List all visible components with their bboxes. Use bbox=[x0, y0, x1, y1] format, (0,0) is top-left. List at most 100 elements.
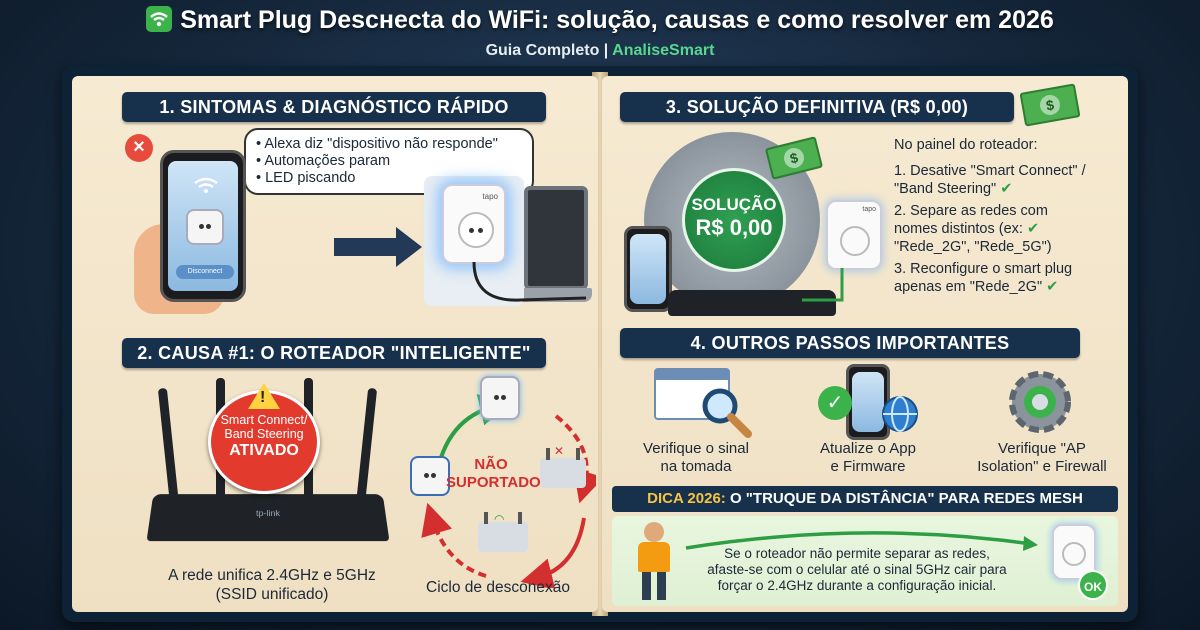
step-line: "Band Steering" bbox=[894, 181, 997, 197]
plug-icon bbox=[410, 456, 450, 496]
close-icon: × bbox=[125, 134, 153, 162]
not-supported-label: NÃO SUPORTADO bbox=[446, 456, 541, 492]
step-line: 3. Reconfigure o smart plug bbox=[894, 261, 1073, 277]
router bbox=[668, 290, 836, 316]
wifi-icon bbox=[146, 6, 173, 32]
subtitle-prefix: Guia Completo | bbox=[485, 42, 613, 59]
page-title-text: Smart Plug Descнecta do WiFi: solução, c… bbox=[180, 6, 1054, 34]
phone-screen bbox=[852, 372, 884, 432]
open-book: 1. SINTOMAS & DIAGNÓSTICO RÁPIDO × Alexa… bbox=[62, 66, 1138, 622]
phone-screen bbox=[630, 234, 666, 304]
tile-line: Verifique "AP bbox=[998, 440, 1086, 457]
socket-icon bbox=[840, 226, 870, 256]
step-line: 1. Desative "Smart Connect" / bbox=[894, 163, 1086, 179]
phone-screen: Disconnect bbox=[168, 161, 238, 291]
settings-gear-icon bbox=[1009, 371, 1071, 433]
section-1-header: 1. SINTOMAS & DIAGNÓSTICO RÁPIDO bbox=[122, 92, 546, 122]
router-brand: tp-link bbox=[255, 508, 281, 518]
tile-line: Atualize o App bbox=[820, 440, 916, 457]
smart-plug: tapo bbox=[442, 184, 506, 264]
tip-text: Se o roteador não permite separar as red… bbox=[672, 546, 1042, 594]
solution-steps: No painel do roteador: 1. Desative "Smar… bbox=[894, 136, 1124, 300]
step-line: apenas em "Rede_2G" bbox=[894, 279, 1043, 295]
plug-brand: tapo bbox=[482, 192, 498, 201]
step-line: "Rede_2G", "Rede_5G") bbox=[894, 239, 1052, 255]
tile-caption: Atualize o App e Firmware bbox=[788, 440, 948, 476]
arrow-right-icon bbox=[334, 227, 422, 267]
tile-caption: Verifique "AP Isolation" e Firewall bbox=[958, 440, 1126, 476]
socket-icon bbox=[458, 212, 494, 248]
router-caption: A rede unifica 2.4GHz e 5GHz (SSID unifi… bbox=[142, 566, 402, 604]
tip-banner: DICA 2026: O "TRUQUE DA DISTÂNCIA" PARA … bbox=[612, 486, 1118, 512]
badge-price: R$ 0,00 bbox=[695, 215, 773, 240]
person-leg bbox=[657, 572, 666, 600]
caption-line: (SSID unificado) bbox=[215, 586, 329, 603]
not-supported-line: NÃO bbox=[474, 456, 508, 473]
phone bbox=[624, 226, 672, 312]
left-page: 1. SINTOMAS & DIAGNÓSTICO RÁPIDO × Alexa… bbox=[72, 76, 598, 612]
check-icon: ✔ bbox=[1046, 279, 1059, 295]
warning-icon: ! bbox=[248, 383, 280, 409]
solution-step: 2. Separe as redes com nomes distintos (… bbox=[894, 202, 1124, 256]
phone bbox=[846, 364, 890, 440]
money-icon bbox=[1019, 83, 1081, 127]
section-2-header: 2. CAUSA #1: O ROTEADOR "INTELIGENTE" bbox=[122, 338, 546, 368]
symptom-item: Alexa diz "dispositivo não responde" bbox=[256, 136, 522, 153]
tip-line: forçar o 2.4GHz durante a configuração i… bbox=[717, 578, 997, 593]
right-page: 3. SOLUÇÃO DEFINITIVA (R$ 0,00) SOLUÇÃO … bbox=[602, 76, 1128, 612]
tile-line: na tomada bbox=[660, 458, 732, 475]
router-antenna bbox=[355, 387, 378, 507]
tip-line: afaste-se com o celular até o sinal 5GHz… bbox=[707, 562, 1007, 577]
tip-title: O "TRUQUE DA DISTÂNCIA" PARA REDES MESH bbox=[725, 490, 1083, 507]
tip-line: Se o roteador não permite separar as red… bbox=[724, 546, 990, 561]
page-subtitle: Guia Completo | AnaliseSmart bbox=[0, 42, 1200, 60]
tile-line: e Firmware bbox=[830, 458, 906, 475]
plug-icon bbox=[480, 376, 520, 420]
caption-line: A rede unifica 2.4GHz e 5GHz bbox=[168, 567, 376, 584]
warning-status: ATIVADO bbox=[229, 442, 299, 459]
symptom-item: LED piscando bbox=[256, 170, 522, 187]
arrow-right-icon bbox=[685, 531, 1038, 551]
socket-icon bbox=[1062, 542, 1086, 566]
person-icon bbox=[644, 522, 664, 542]
laptop-icon bbox=[524, 186, 588, 290]
globe-icon bbox=[882, 396, 918, 432]
badge-text: SOLUÇÃO bbox=[691, 195, 777, 214]
smart-plug: tapo bbox=[826, 200, 882, 270]
router-small-icon: ✕ bbox=[540, 444, 586, 488]
tile-line: Verifique o sinal bbox=[643, 440, 749, 457]
wifi-icon bbox=[194, 177, 218, 193]
page-title: Smart Plug Descнecta do WiFi: solução, c… bbox=[0, 6, 1200, 35]
check-icon: ✓ bbox=[818, 386, 852, 420]
tile-caption: Verifique o sinal na tomada bbox=[616, 440, 776, 476]
not-supported-line: SUPORTADO bbox=[446, 474, 541, 491]
cycle-caption: Ciclo de desconexão bbox=[426, 579, 570, 596]
tile-line: Isolation" e Firewall bbox=[977, 458, 1107, 475]
router-small-icon: ◠ bbox=[478, 512, 528, 552]
tip-highlight: DICA 2026: bbox=[647, 490, 726, 507]
phone: Disconnect bbox=[160, 150, 246, 302]
plug-icon bbox=[186, 209, 224, 245]
router-antenna bbox=[157, 387, 180, 507]
step-line: 2. Separe as redes com bbox=[894, 203, 1048, 219]
cable bbox=[472, 262, 587, 302]
solution-step: 1. Desative "Smart Connect" / "Band Stee… bbox=[894, 162, 1124, 198]
plug-brand: tapo bbox=[862, 206, 876, 213]
person-leg bbox=[642, 572, 651, 600]
tip-box: Se o roteador não permite separar as red… bbox=[612, 516, 1118, 606]
brand-name: AnaliseSmart bbox=[612, 42, 715, 59]
magnifier-icon bbox=[702, 388, 752, 438]
solution-step: 3. Reconfigure o smart plug apenas em "R… bbox=[894, 260, 1124, 296]
check-icon: ✔ bbox=[1026, 221, 1040, 237]
check-icon: ✔ bbox=[1000, 181, 1013, 197]
ok-badge: OK bbox=[1078, 570, 1108, 600]
warning-text: Band Steering bbox=[224, 427, 304, 441]
warning-text: Smart Connect/ bbox=[220, 413, 308, 427]
solution-badge: SOLUÇÃO R$ 0,00 bbox=[682, 168, 786, 272]
connection-line bbox=[802, 268, 844, 302]
symptom-item: Automações param bbox=[256, 153, 522, 170]
section-3-header: 3. SOLUÇÃO DEFINITIVA (R$ 0,00) bbox=[620, 92, 1014, 122]
disconnect-button[interactable]: Disconnect bbox=[176, 265, 234, 279]
steps-intro: No painel do roteador: bbox=[894, 137, 1038, 153]
router: tp-link bbox=[146, 494, 390, 542]
